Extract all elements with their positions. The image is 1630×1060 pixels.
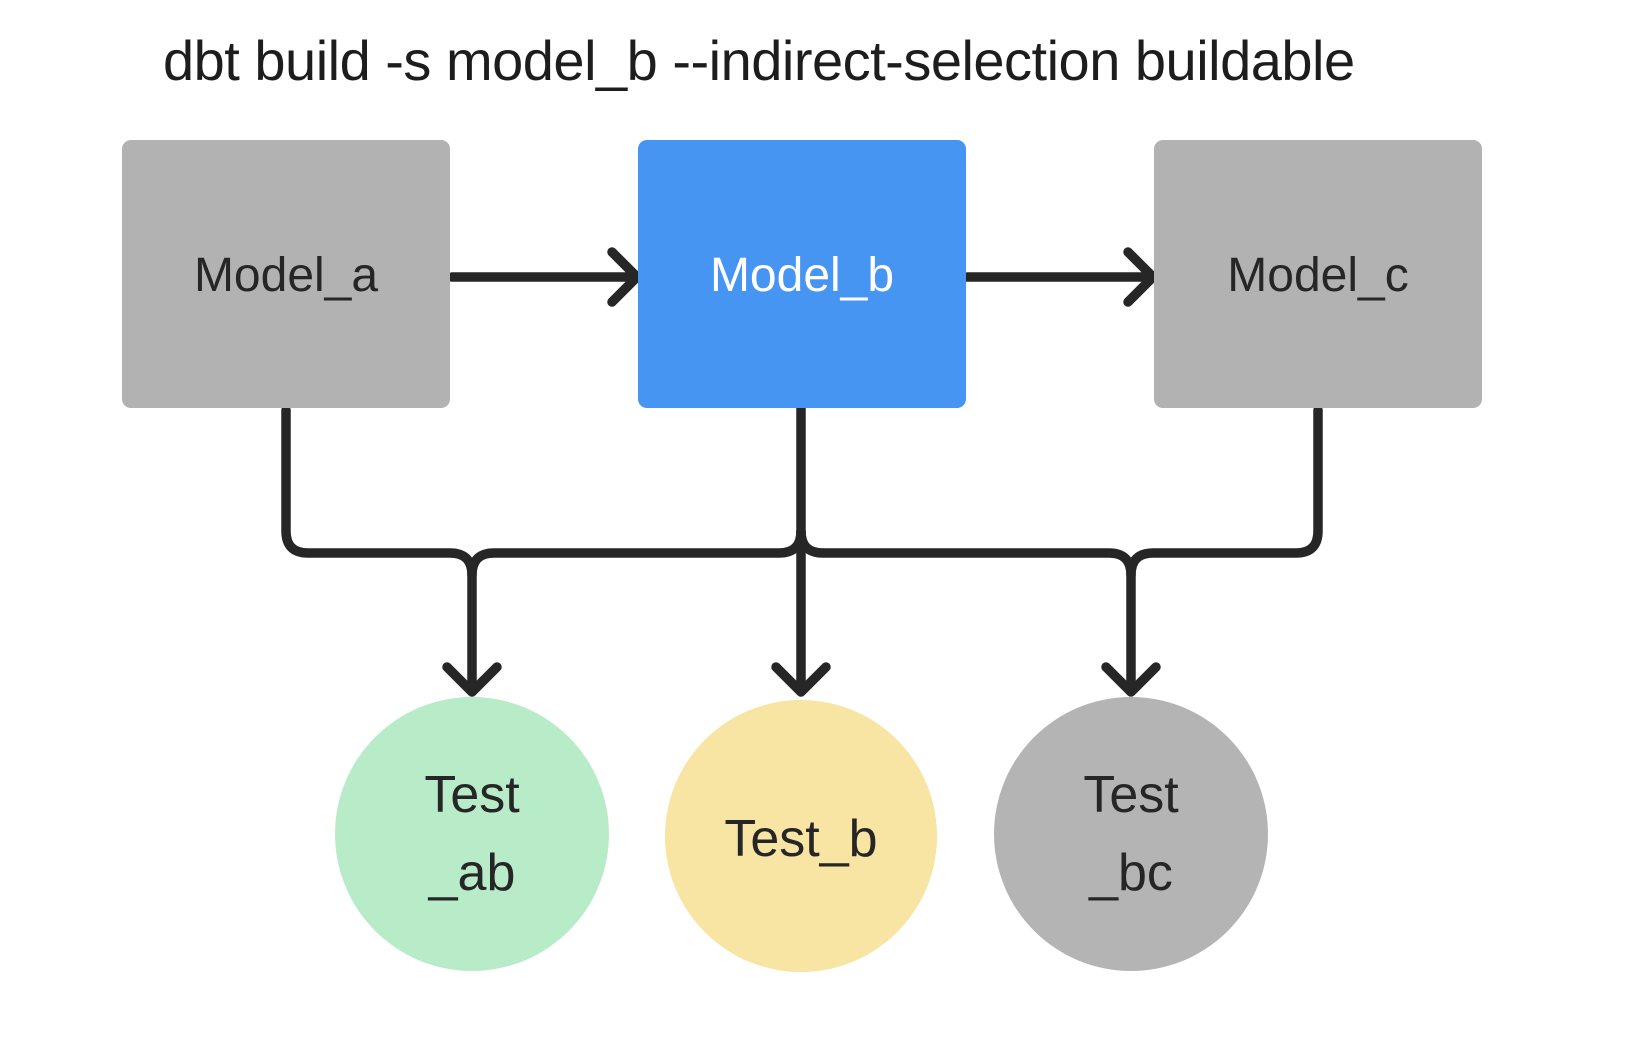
model-c-box	[1154, 140, 1482, 408]
model-a-label: Model_a	[194, 249, 378, 302]
test-b-label: Test_b	[724, 810, 877, 868]
test-bc-circle	[994, 697, 1268, 971]
edge-model-a-to-test-ab	[281, 405, 502, 697]
model-c-label: Model_c	[1227, 249, 1408, 302]
edge-model-c-to-test-bc	[1126, 405, 1323, 580]
model-a-box	[122, 140, 450, 408]
edge-lines	[281, 247, 1323, 697]
edge-model-b-to-test-bc	[796, 526, 1161, 697]
model-b-box	[638, 140, 966, 408]
model-b-node: Model_b	[638, 140, 966, 408]
test-bc-node: Test _bc	[994, 697, 1268, 971]
test-bc-label-line2: _bc	[1088, 844, 1173, 902]
test-b-circle	[665, 700, 937, 972]
model-b-label: Model_b	[710, 249, 894, 302]
test-bc-label-line1: Test	[1083, 766, 1179, 824]
test-ab-node: Test _ab	[335, 697, 609, 971]
model-a-node: Model_a	[122, 140, 450, 408]
model-c-node: Model_c	[1154, 140, 1482, 408]
edge-model-b-to-test-ab	[467, 526, 806, 580]
edge-model-a-to-model-b	[447, 247, 642, 307]
edge-model-b-to-model-c	[962, 247, 1158, 307]
test-ab-label-line2: _ab	[428, 844, 516, 902]
test-b-node: Test_b	[665, 700, 937, 972]
diagram-title: dbt build -s model_b --indirect-selectio…	[163, 29, 1355, 92]
test-ab-label-line1: Test	[424, 766, 520, 824]
test-ab-circle	[335, 697, 609, 971]
